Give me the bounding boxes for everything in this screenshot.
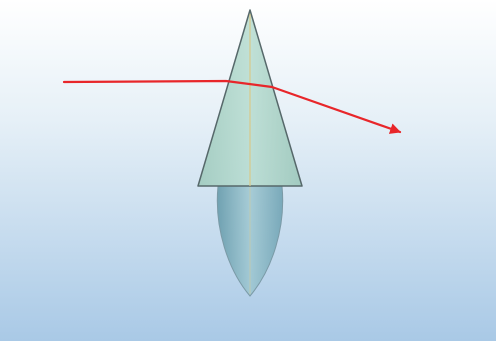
diagram-canvas <box>0 0 496 341</box>
refraction-diagram <box>0 0 496 341</box>
